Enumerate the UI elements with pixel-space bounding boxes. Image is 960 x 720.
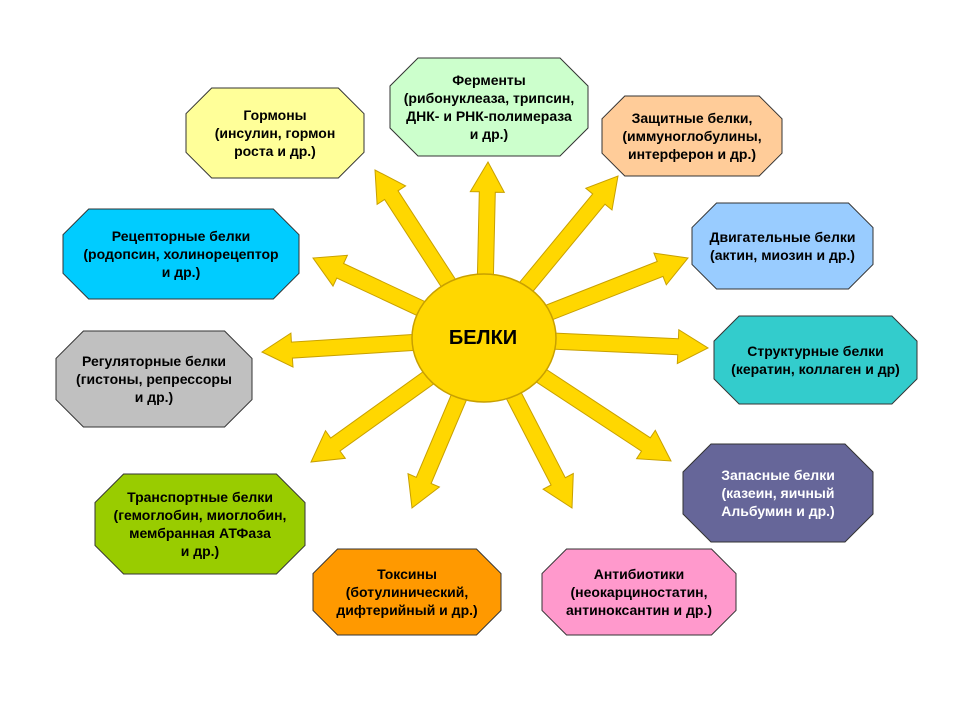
node-receptor: Рецепторные белки (родопсин, холинорецепт…: [62, 208, 300, 300]
node-label: Защитные белки, (иммуноглобулины, интерфер…: [616, 109, 767, 163]
octagon-shape: [94, 473, 306, 575]
node-toxins: Токсины (ботулинический, дифтерийный и др.…: [312, 548, 502, 636]
node-label-line: Защитные белки,: [631, 110, 753, 126]
node-label-line: (ботулинический,: [345, 584, 469, 600]
node-protective: Защитные белки, (иммуноглобулины, интерфер…: [601, 95, 783, 177]
node-label-line: и др.): [469, 126, 509, 142]
node-label-line: Регуляторные белки: [81, 353, 227, 369]
node-label: Токсины (ботулинический, дифтерийный и др.…: [330, 565, 483, 619]
node-label: Регуляторные белки (гистоны, репрессоры и …: [70, 352, 238, 406]
node-motor: Двигательные белки (актин, миозин и др.): [691, 202, 874, 290]
node-label-line: антиноксантин и др.): [565, 602, 713, 618]
node-label-line: (рибонуклеаза, трипсин,: [403, 90, 575, 106]
node-label: Антибиотики (неокарциностатин, антиноксант…: [560, 565, 718, 619]
center-circle: [411, 273, 557, 403]
node-label-line: и др.): [161, 264, 201, 280]
node-label-line: Рецепторные белки: [111, 228, 251, 244]
node-label-line: Двигательные белки: [709, 229, 856, 245]
node-label-line: (инсулин, гормон: [214, 125, 336, 141]
node-label: Ферменты (рибонуклеаза, трипсин, ДНК- и РН…: [398, 71, 580, 143]
octagon-shape: [541, 548, 737, 636]
octagon-shape: [62, 208, 300, 300]
node-enzymes: Ферменты (рибонуклеаза, трипсин, ДНК- и РН…: [389, 57, 589, 157]
node-structural: Структурные белки (кератин, коллаген и др…: [713, 315, 918, 405]
node-label: Структурные белки (кератин, коллаген и др…: [725, 342, 906, 378]
node-label-line: Ферменты: [452, 72, 526, 88]
node-label-line: (кератин, коллаген и др): [731, 361, 900, 377]
node-label-line: (актин, миозин и др.): [710, 247, 855, 263]
octagon-shape: [312, 548, 502, 636]
octagon-shape: [185, 87, 365, 179]
node-label-line: Запасные белки: [721, 467, 835, 483]
node-label: Двигательные белки (актин, миозин и др.): [704, 228, 862, 264]
octagon-shape: [691, 202, 874, 290]
octagon-shape: [389, 57, 589, 157]
node-label-line: (гемоглобин, миоглобин,: [113, 507, 287, 523]
octagon-shape: [682, 443, 874, 543]
node-transport: Транспортные белки (гемоглобин, миоглобин…: [94, 473, 306, 575]
node-label: Транспортные белки (гемоглобин, миоглобин…: [108, 488, 293, 560]
node-label: Гормоны (инсулин, гормон роста и др.): [209, 106, 342, 160]
node-label: Рецепторные белки (родопсин, холинорецепт…: [77, 227, 284, 281]
node-label-line: (родопсин, холинорецептор: [83, 246, 279, 262]
node-label-line: Токсины: [377, 566, 437, 582]
node-hormones: Гормоны (инсулин, гормон роста и др.): [185, 87, 365, 179]
node-label-line: (казеин, яичный: [721, 485, 835, 501]
octagon-shape: [55, 330, 253, 428]
node-label-line: Гормоны: [243, 107, 307, 123]
node-label-line: ДНК- и РНК-полимераза: [406, 108, 572, 124]
node-label-line: интерферон и др.): [627, 146, 757, 162]
node-label-line: мембранная АТФаза: [129, 525, 271, 541]
node-antibiotics: Антибиотики (неокарциностатин, антиноксант…: [541, 548, 737, 636]
node-label-line: и др.): [180, 543, 220, 559]
node-label-line: (иммуноглобулины,: [622, 128, 762, 144]
node-regulatory: Регуляторные белки (гистоны, репрессоры и …: [55, 330, 253, 428]
center-label: БЕЛКИ: [448, 326, 518, 349]
node-label-line: и др.): [134, 389, 174, 405]
node-label-line: дифтерийный и др.): [336, 602, 478, 618]
node-label-line: (неокарциностатин,: [570, 584, 708, 600]
node-label-line: роста и др.): [234, 143, 316, 159]
node-label-line: (гистоны, репрессоры: [76, 371, 232, 387]
node-label-line: Структурные белки: [747, 343, 884, 359]
octagon-shape: [713, 315, 918, 405]
node-label-line: Транспортные белки: [127, 489, 273, 505]
octagon-shape: [601, 95, 783, 177]
node-label-line: Антибиотики: [593, 566, 685, 582]
node-label-line: Альбумин и др.): [721, 503, 835, 519]
